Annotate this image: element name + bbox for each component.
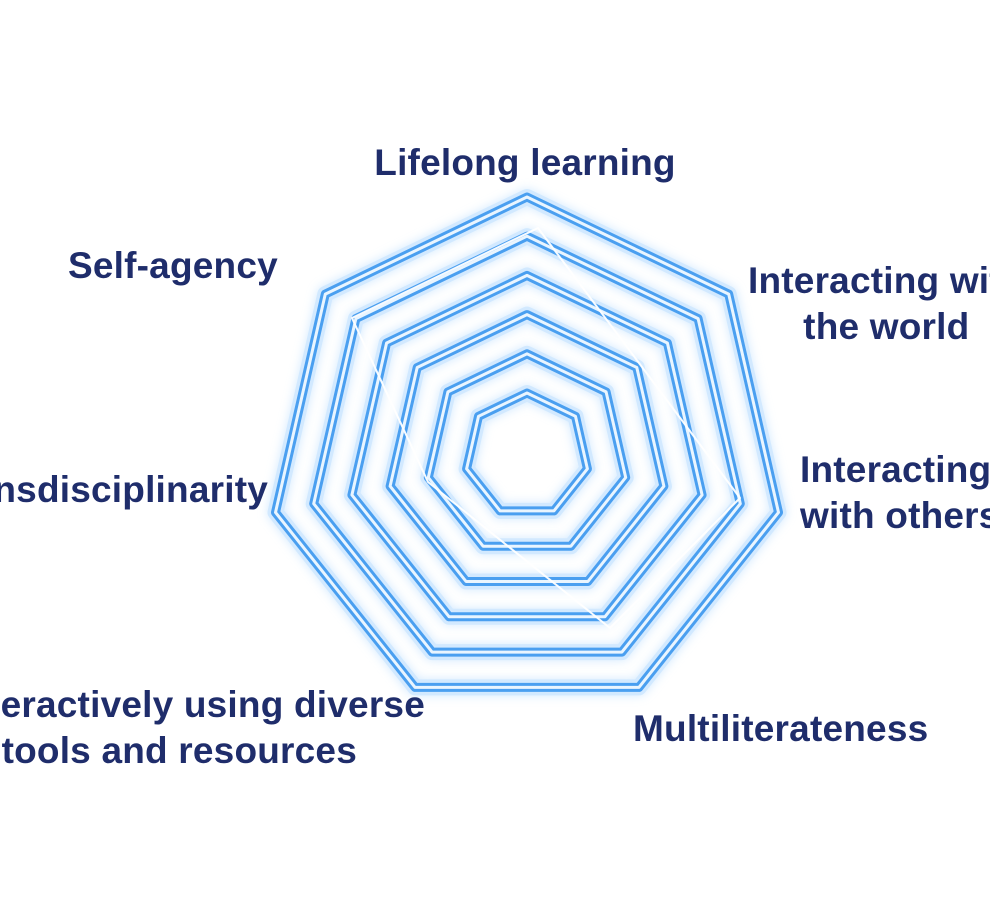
ring-3	[343, 267, 711, 625]
ring-6	[458, 385, 596, 519]
label-line: tools and resources	[1, 730, 357, 771]
label-lifelong-learning: Lifelong learning	[340, 140, 710, 186]
label-interacting-with-others: Interacting with others	[800, 447, 990, 539]
label-self-agency: Self-agency	[68, 243, 278, 289]
label-line: Interacting with	[748, 260, 990, 301]
ring-2	[305, 228, 749, 661]
label-line: the world	[803, 306, 970, 347]
ring-5	[420, 345, 634, 555]
label-line: Transdisciplinarity	[0, 469, 268, 510]
highlight-polygon	[351, 227, 741, 629]
ring-1	[267, 189, 787, 696]
label-line: with others	[800, 495, 990, 536]
label-interacting-with-the-world: Interacting with the world	[748, 258, 990, 350]
label-line: Self-agency	[68, 245, 278, 286]
label-interactively-using-tools: Interactively using diverse tools and re…	[0, 682, 425, 774]
label-line: Interacting	[800, 449, 990, 490]
ring-4	[382, 306, 672, 590]
label-line: Interactively using diverse	[0, 684, 425, 725]
label-transdisciplinarity: Transdisciplinarity	[0, 467, 268, 513]
label-line: Multiliterateness	[633, 708, 929, 749]
label-line: Lifelong learning	[374, 142, 676, 183]
label-multiliterateness: Multiliterateness	[633, 706, 928, 752]
